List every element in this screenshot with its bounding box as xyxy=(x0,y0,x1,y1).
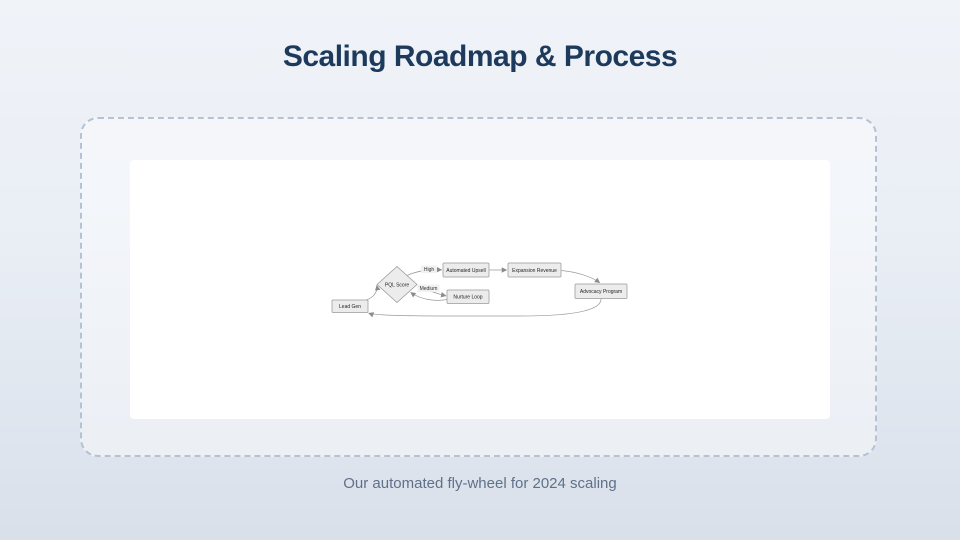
svg-text:Medium: Medium xyxy=(420,286,438,292)
svg-text:PQL Score: PQL Score xyxy=(385,283,409,289)
slide-caption: Our automated fly-wheel for 2024 scaling xyxy=(343,475,617,492)
svg-text:Automated Upsell: Automated Upsell xyxy=(446,268,485,274)
flowchart-node-advocacy-program: Advocacy Program xyxy=(574,283,628,299)
flowchart-node-expansion-revenue: Expansion Revenue xyxy=(507,262,562,278)
svg-text:Lead Gen: Lead Gen xyxy=(339,304,361,310)
edge-label-high: High xyxy=(421,265,437,273)
edge-nurture-loop-to-pql-score xyxy=(410,292,448,301)
slide-title: Scaling Roadmap & Process xyxy=(282,40,678,73)
flowchart-node-automated-upsell: Automated Upsell xyxy=(442,262,490,278)
edge-expansion-revenue-to-advocacy-program xyxy=(561,270,601,284)
edge-lead-gen-to-pql-score xyxy=(365,284,381,301)
flowchart-node-lead-gen: Lead Gen xyxy=(331,299,369,313)
svg-text:Expansion Revenue: Expansion Revenue xyxy=(512,268,557,274)
diagram-canvas: High Medium Lead Gen PQL Score Automated… xyxy=(130,160,830,419)
edge-label-medium: Medium xyxy=(417,284,440,292)
edge-advocacy-program-to-lead-gen xyxy=(368,298,602,318)
svg-text:High: High xyxy=(424,267,435,273)
flowchart-node-pql-score: PQL Score xyxy=(376,265,418,304)
svg-text:Nurture Loop: Nurture Loop xyxy=(453,295,482,301)
flowchart-node-nurture-loop: Nurture Loop xyxy=(446,289,490,304)
flowchart-svg: High Medium Lead Gen PQL Score Automated… xyxy=(331,262,628,318)
svg-text:Advocacy Program: Advocacy Program xyxy=(580,289,622,295)
